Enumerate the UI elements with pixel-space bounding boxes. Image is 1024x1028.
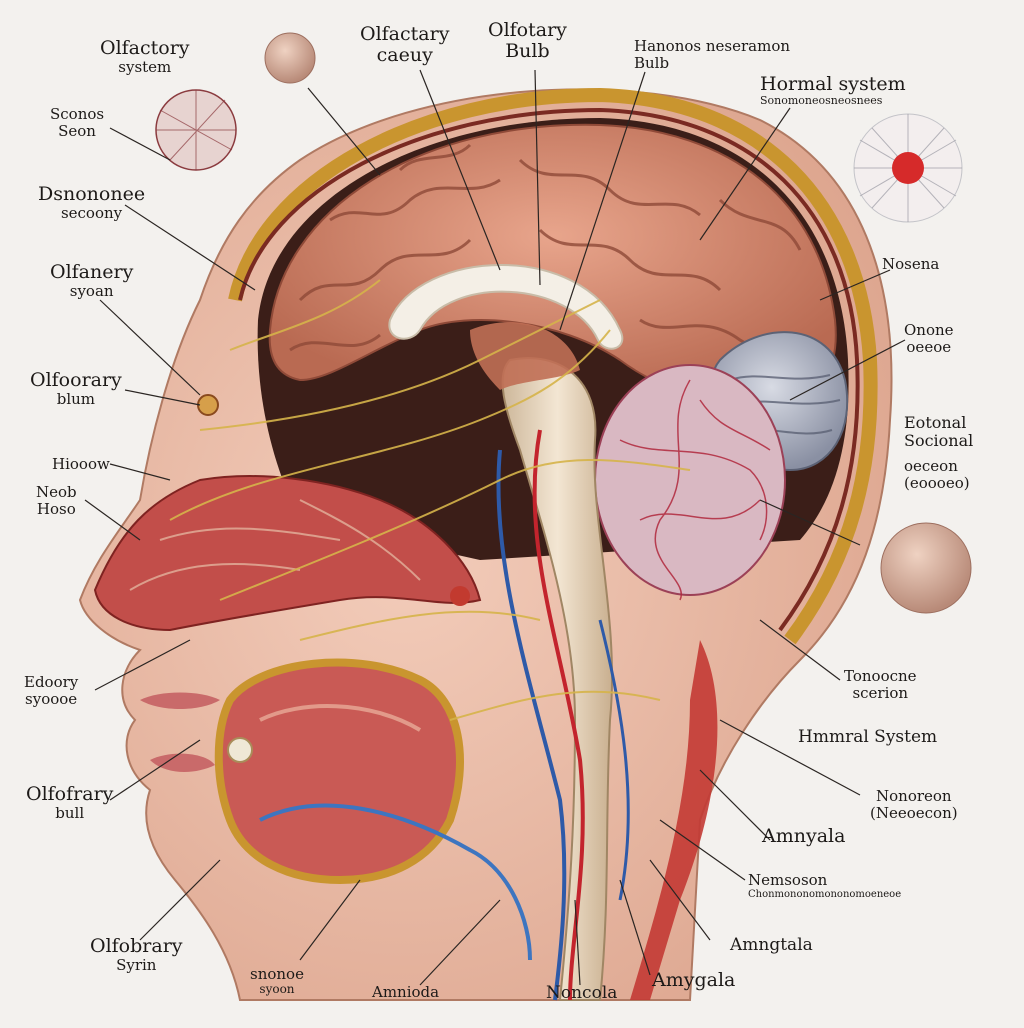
label-line2: bull xyxy=(55,803,85,822)
label-line2: Sonomoneosneosnees xyxy=(760,93,883,107)
label-left-low: Edoory syoooe xyxy=(24,674,78,707)
label-line2: Socional xyxy=(904,430,974,450)
neuron-cell-right xyxy=(853,113,963,223)
label-bottom-noncola: Noncola xyxy=(546,984,617,1003)
label-line1: Hiooow xyxy=(52,455,110,473)
label-hormonal-system-top-right: Hormal system Sonomoneosneosnees xyxy=(760,74,906,107)
label-line1: Amngtala xyxy=(730,935,813,955)
label-line1: snonoe xyxy=(250,965,304,983)
label-line2: Syrin xyxy=(116,955,157,974)
label-left-dorsal: Dsnononee secoony xyxy=(38,184,145,221)
label-line2: syoan xyxy=(69,281,114,300)
label-line1: Olfanery xyxy=(50,261,134,283)
label-line1: Nonoreon xyxy=(876,787,952,805)
label-left-small-b: Hiooow xyxy=(52,456,110,473)
label-right-hormonal-system: Hmmral System xyxy=(798,728,937,747)
label-right-nonsen: Nonoreon (Neeoecon) xyxy=(870,788,958,821)
label-right-external: Eotonal Socional xyxy=(904,414,973,449)
lips xyxy=(140,692,220,709)
label-line1: Edoory xyxy=(24,673,79,691)
label-line1: Onone xyxy=(904,321,954,339)
label-line1: Eotonal xyxy=(904,413,967,432)
label-line2: syoon xyxy=(259,981,295,996)
oral-cavity xyxy=(214,658,464,885)
label-line2: caeuy xyxy=(376,43,433,66)
label-line1: Sconos xyxy=(50,105,105,123)
label-right-amygdala: Amnyala xyxy=(762,826,845,847)
label-line2: (Neeoecon) xyxy=(870,803,958,822)
label-line2: Bulb xyxy=(505,39,550,62)
label-bottom-small: snonoe syoon xyxy=(250,966,304,996)
label-right-tonoscle: Tonoocne scerion xyxy=(844,668,917,701)
label-line1: Dsnononee xyxy=(38,183,146,205)
label-left-olfactory-bulb: Olfoorary blum xyxy=(30,370,122,407)
neuron-cell-left xyxy=(155,89,237,171)
label-right-nosena: Nosena xyxy=(882,256,939,273)
label-left-neob-nose: Neob Hoso xyxy=(36,484,77,517)
label-right-amygdala-low: Amngtala xyxy=(730,936,813,955)
label-olfactory-cavity-top: Olfactary caeuy xyxy=(360,24,449,66)
label-line2: Seon xyxy=(58,121,96,140)
label-line1: Olfoorary xyxy=(30,369,122,391)
label-line2: Hoso xyxy=(36,499,76,518)
label-line2: Chonmononomononomoeneoe xyxy=(748,888,902,900)
label-line1: Hanonos neseramon xyxy=(634,37,791,55)
label-line1: oeceon xyxy=(904,457,958,475)
label-line1: Amnyala xyxy=(762,825,846,847)
label-left-olfactory-bulb-low: Olfofrary bull xyxy=(26,784,113,821)
label-line2: oeeoe xyxy=(906,337,952,356)
label-bottom-amnioda: Amnioda xyxy=(372,984,439,1001)
nasal-cavity xyxy=(93,475,482,632)
label-bottom-olfactory-system: Olfobrary Syrin xyxy=(90,936,183,973)
label-line1: Noncola xyxy=(546,983,618,1003)
label-right-external-b: oeceon (eoooeo) xyxy=(904,458,970,491)
label-line1: Nosena xyxy=(882,255,940,273)
label-right-onone: Onone oeeoe xyxy=(904,322,954,355)
label-line1: Tonoocne xyxy=(844,667,917,685)
label-bottom-amygdala: Amygala xyxy=(652,970,735,991)
label-hormone-bulb-top: Hanonos neseramon Bulb xyxy=(634,38,790,71)
label-line1: Olfobrary xyxy=(90,935,183,957)
label-line2: scerion xyxy=(852,683,909,702)
label-line1: Neob xyxy=(36,483,77,501)
label-line2: secoony xyxy=(60,203,123,222)
label-line1: Amnioda xyxy=(372,983,440,1001)
label-line1: Hormal system xyxy=(760,73,906,95)
label-line1: Nemsoson xyxy=(748,871,828,889)
label-line2: syoooe xyxy=(25,689,78,708)
vascular-network xyxy=(594,364,786,596)
label-line1: Olfotary xyxy=(488,19,567,41)
label-line1: Olfofrary xyxy=(26,783,114,805)
label-line1: Olfactary xyxy=(360,23,450,45)
label-line2: (eoooeo) xyxy=(904,473,970,492)
label-line1: Olfactory xyxy=(100,37,190,59)
sphere-right xyxy=(880,522,972,614)
label-left-small-a: Sconos Seon xyxy=(50,106,104,139)
label-line1: Amygala xyxy=(652,969,736,991)
label-olfactory-system-top-left: Olfactory system xyxy=(100,38,190,75)
label-line2: system xyxy=(118,57,172,76)
label-left-olfactory-system: Olfanery syoan xyxy=(50,262,133,299)
label-line1: Hmmral System xyxy=(798,727,938,747)
sphere-top-left xyxy=(264,32,316,84)
label-right-nemsoson: Nemsoson Chonmononomononomoeneoe xyxy=(748,872,901,900)
label-olfactory-bulb-top: Olfotary Bulb xyxy=(488,20,567,62)
label-line2: blum xyxy=(56,389,96,408)
label-line2: Bulb xyxy=(634,53,670,72)
